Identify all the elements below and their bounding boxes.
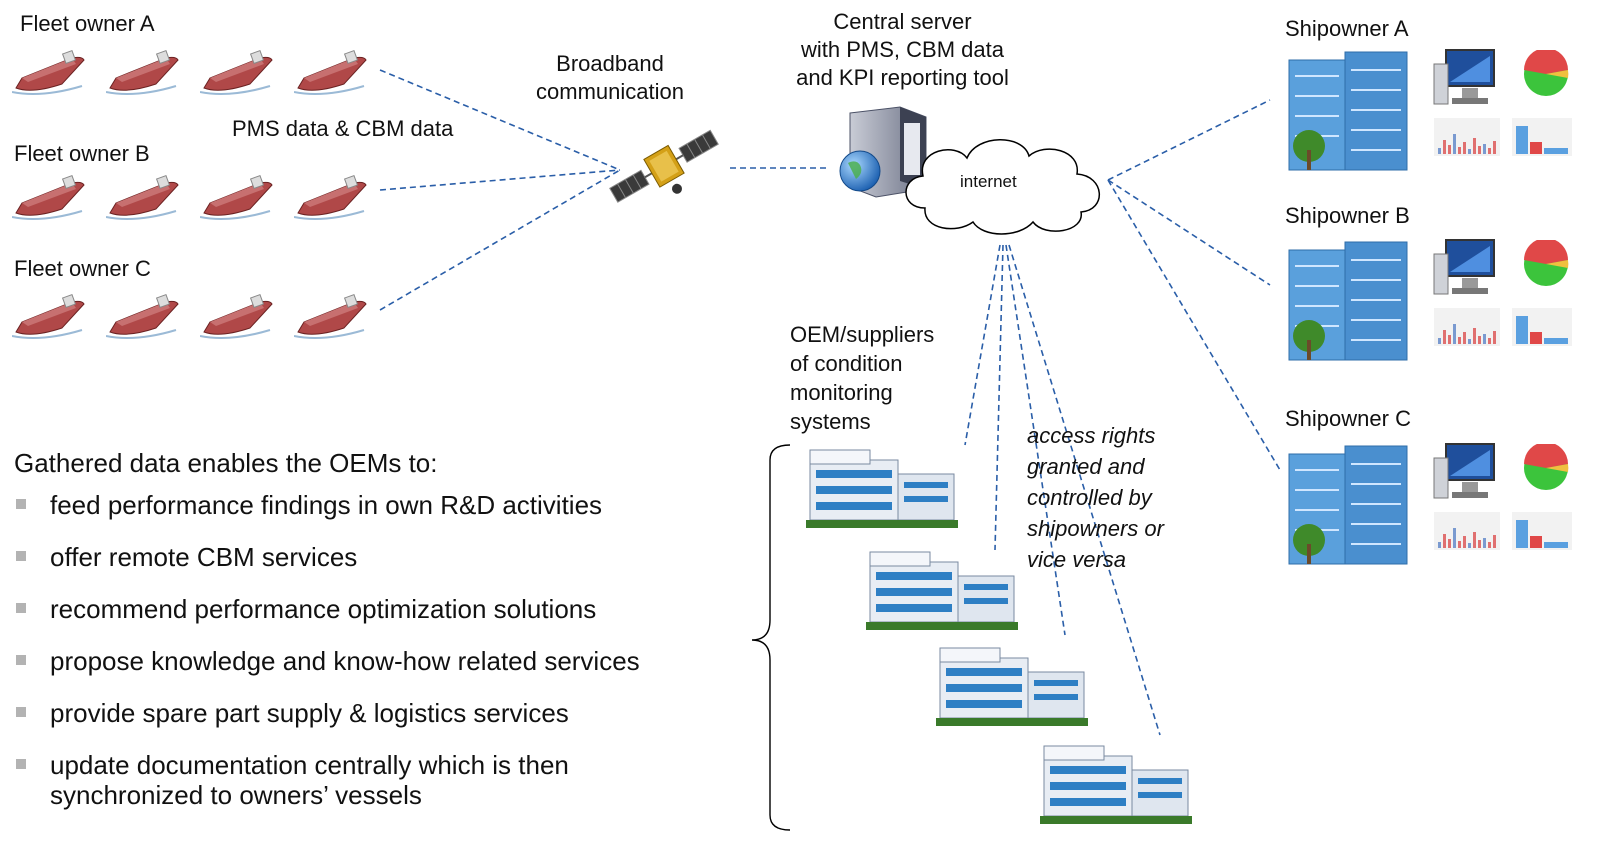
ship-icon: [294, 293, 367, 339]
bullet-square-icon: [16, 551, 26, 561]
factory-building-icon: [806, 449, 958, 528]
benefit-item: offer remote CBM services: [14, 542, 640, 594]
bullet-square-icon: [16, 759, 26, 769]
oem-benefits-list: feed performance findings in own R&D act…: [14, 490, 640, 810]
ship-icon: [200, 49, 273, 95]
shipowner-a-label: Shipowner A: [1285, 16, 1409, 41]
ship-icon: [12, 174, 85, 220]
pie-chart-icon: [1524, 240, 1569, 286]
oem-suppliers-label: OEM/suppliers of condition monitoring sy…: [790, 322, 935, 434]
fleet-owner-c-label: Fleet owner C: [14, 256, 151, 281]
bullet-square-icon: [16, 655, 26, 665]
shipowner-b-label: Shipowner B: [1285, 203, 1410, 228]
benefit-item: provide spare part supply & logistics se…: [14, 698, 640, 750]
pms-cbm-data-label: PMS data & CBM data: [232, 116, 454, 141]
factory-building-icon: [1040, 745, 1192, 824]
broadband-label: Broadband communication: [536, 51, 684, 104]
monitor-icon: [1433, 443, 1495, 499]
bar-chart-icon: [1434, 308, 1500, 346]
ship-icon: [12, 293, 85, 339]
office-building-icon: [1288, 445, 1408, 565]
oem-benefits-intro: Gathered data enables the OEMs to:: [14, 448, 438, 478]
central-server-label: Central server with PMS, CBM data and KP…: [796, 9, 1009, 90]
benefit-item: update documentation centrally which is …: [14, 750, 640, 810]
ship-icon: [294, 49, 367, 95]
ship-icon: [106, 293, 179, 339]
internet-label: internet: [960, 172, 1017, 191]
bar-chart-icon: [1434, 118, 1500, 156]
benefit-item: feed performance findings in own R&D act…: [14, 490, 640, 542]
bar-chart-icon: [1512, 308, 1572, 346]
ship-icon: [106, 174, 179, 220]
factory-building-icon: [866, 551, 1018, 630]
office-building-icon: [1288, 51, 1408, 171]
monitor-icon: [1433, 49, 1495, 105]
pie-chart-icon: [1524, 444, 1569, 490]
benefit-item: recommend performance optimization solut…: [14, 594, 640, 646]
bar-chart-icon: [1512, 118, 1572, 156]
ship-icon: [106, 49, 179, 95]
ship-icon: [12, 49, 85, 95]
benefit-item: propose knowledge and know-how related s…: [14, 646, 640, 698]
office-building-icon: [1288, 241, 1408, 361]
pie-chart-icon: [1524, 50, 1569, 96]
fleet-owner-b-label: Fleet owner B: [14, 141, 150, 166]
bullet-square-icon: [16, 603, 26, 613]
satellite-icon: [609, 129, 719, 203]
bar-chart-icon: [1434, 512, 1500, 550]
bar-chart-icon: [1512, 512, 1572, 550]
ship-icon: [294, 174, 367, 220]
monitor-icon: [1433, 239, 1495, 295]
fleet-owner-a-label: Fleet owner A: [20, 11, 155, 36]
bullet-square-icon: [16, 499, 26, 509]
ship-icon: [200, 293, 273, 339]
factory-building-icon: [936, 647, 1088, 726]
server-icon: [839, 106, 927, 198]
ship-icon: [200, 174, 273, 220]
cloud-icon: [905, 139, 1100, 235]
shipowner-c-label: Shipowner C: [1285, 406, 1411, 431]
access-rights-label: access rights granted and controlled by …: [1027, 423, 1164, 572]
bullet-square-icon: [16, 707, 26, 717]
